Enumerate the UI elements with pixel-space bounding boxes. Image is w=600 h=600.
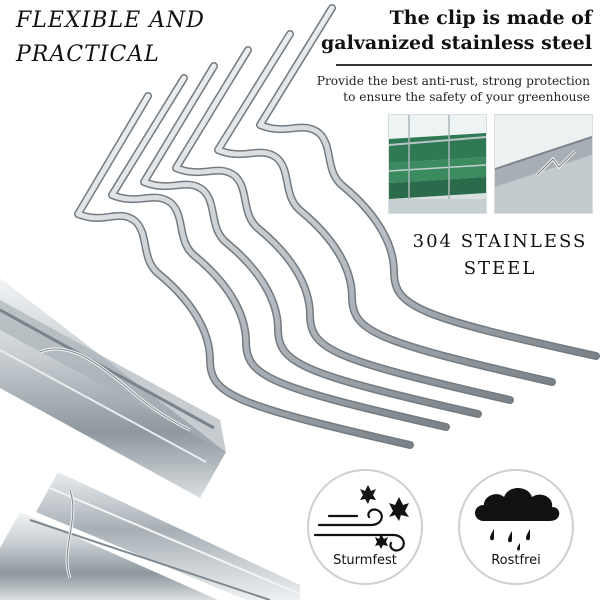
feature-label-rust-free: Rostfrei xyxy=(491,553,541,568)
steel-grade-line-1: 304 STAINLESS xyxy=(412,231,588,252)
title-divider xyxy=(336,64,592,66)
material-description-line-2: to ensure the safety of your greenhouse xyxy=(343,90,590,104)
wire-clip-1 xyxy=(74,92,414,449)
material-description-line-1: Provide the best anti-rust, strong prote… xyxy=(316,74,590,88)
wind-leaves-icon xyxy=(313,485,409,552)
wire-clip-3 xyxy=(140,62,482,418)
greenhouse-photo-interior xyxy=(388,114,487,214)
feature-label-storm-proof: Sturmfest xyxy=(333,553,397,568)
steel-grade-line-2: STEEL xyxy=(463,258,537,279)
w-wire-clips xyxy=(74,4,600,449)
headline-line-1: FLEXIBLE AND xyxy=(16,8,205,33)
steel-grade: 304 STAINLESS STEEL xyxy=(410,228,590,282)
greenhouse-photo-clip-closeup xyxy=(494,114,593,214)
feature-badge-storm-proof: Sturmfest xyxy=(307,469,423,585)
rain-cloud-icon xyxy=(475,488,560,551)
wire-clip-5 xyxy=(214,30,556,386)
aluminium-profile-top xyxy=(0,278,226,498)
wire-clip-2 xyxy=(108,74,450,431)
aluminium-profile-bottom xyxy=(0,472,301,600)
wire-clip-4 xyxy=(172,46,514,404)
material-title-line-2: galvanized stainless steel xyxy=(321,32,592,54)
headline-line-2: PRACTICAL xyxy=(16,42,160,67)
wire-clip-6 xyxy=(256,4,600,360)
feature-badge-rust-free: Rostfrei xyxy=(458,469,574,585)
material-title-line-1: The clip is made of xyxy=(389,7,592,29)
